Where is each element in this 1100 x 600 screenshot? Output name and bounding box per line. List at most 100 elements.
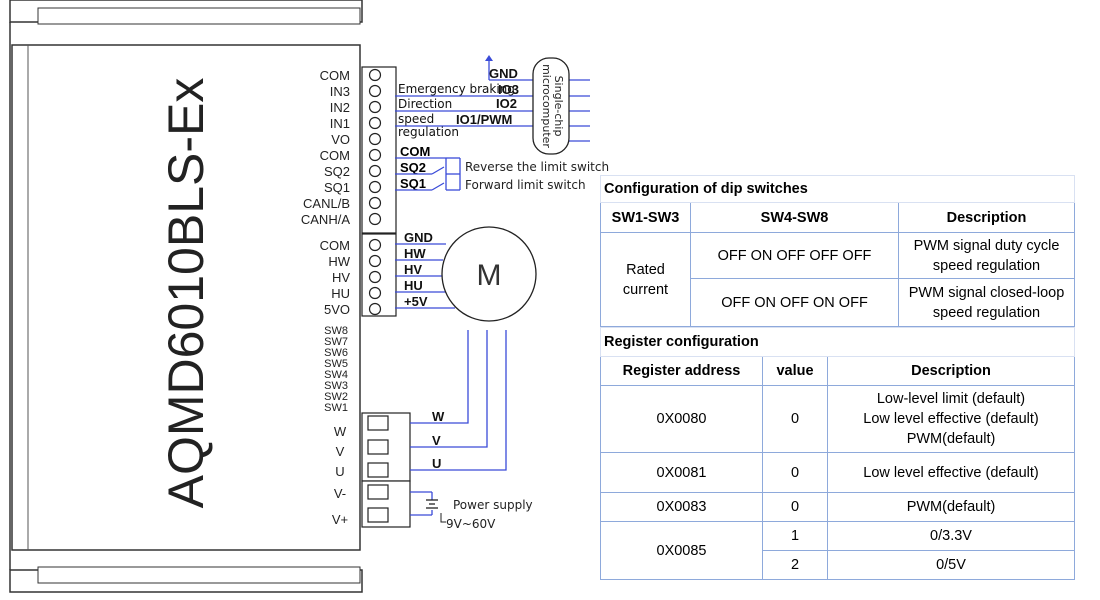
dip-switch-label: SW7 (324, 336, 348, 348)
mcu-box (532, 57, 570, 155)
pin-label: HW (328, 254, 350, 269)
register-row-3-desc: PWM(default) (826, 492, 1076, 522)
terminal-screw (368, 68, 382, 82)
speed-label-line2: regulation (398, 125, 459, 139)
io1-label: IO1/PWM (456, 112, 512, 127)
register-config-table: Register configuration Register address … (599, 327, 1076, 580)
mcu-label-line1: Single-chip (552, 76, 565, 137)
dip-switch-label: SW3 (324, 380, 348, 392)
dip-switch-label: SW4 (324, 369, 348, 381)
power-supply: Power supply 9V~60V (426, 498, 533, 531)
terminal-screw (368, 164, 382, 178)
pin-label: COM (320, 148, 350, 163)
motor: M (441, 226, 537, 322)
pin-label: SQ2 (324, 164, 350, 179)
hall-label: HU (404, 278, 423, 293)
dip-config-table: Configuration of dip switches SW1-SW3 SW… (599, 175, 1076, 327)
terminal-screw (368, 286, 382, 300)
pin-label: SQ1 (324, 180, 350, 195)
rated-current-cell: Rated current (600, 232, 691, 327)
hall-label: +5V (404, 294, 428, 309)
terminal-screw (368, 132, 382, 146)
dip-header-sw13: SW1-SW3 (600, 202, 691, 233)
dip-header-desc: Description (897, 202, 1076, 233)
hall-label: HV (404, 262, 422, 277)
power-pin-label: V- (334, 486, 346, 501)
power-pin-label: V (336, 444, 345, 459)
pin-label: HU (331, 286, 350, 301)
dip-row-2-sw48: OFF ON OFF ON OFF (690, 278, 899, 327)
terminal-screw (368, 238, 382, 252)
pin-label: CANL/B (303, 196, 350, 211)
com-label: COM (400, 144, 430, 159)
register-config-title: Register configuration (599, 327, 1076, 357)
register-row-1-value: 0 (762, 385, 828, 453)
power-pin-label: U (335, 464, 344, 479)
register-header-desc: Description (826, 356, 1076, 386)
pin-label: COM (320, 238, 350, 253)
forward-limit-label: Forward limit switch (465, 178, 586, 192)
reverse-limit-label: Reverse the limit switch (465, 160, 609, 174)
io2-label: IO2 (496, 96, 517, 111)
pin-label: VO (331, 132, 350, 147)
terminal-clamp (367, 439, 389, 455)
driver-model: AQMD6010BLS-Ex (158, 78, 214, 509)
terminal-screw (368, 302, 382, 316)
direction-label: Direction (398, 97, 452, 111)
terminal-screw (368, 148, 382, 162)
register-row-3-address: 0X0083 (600, 492, 763, 522)
terminal-screw (368, 100, 382, 114)
power-supply-label: Power supply (453, 498, 533, 512)
dip-switch-label: SW6 (324, 347, 348, 359)
terminal-screw (368, 180, 382, 194)
register-row-4b-desc: 0/5V (826, 550, 1076, 580)
dip-row-2-desc: PWM signal closed-loop speed regulation (897, 278, 1076, 327)
power-pin-label: W (334, 424, 347, 439)
terminal-screw (368, 116, 382, 130)
mcu-labels: GND IO3 IO2 IO1/PWM Emergency braking Di… (398, 66, 519, 139)
register-row-2-address: 0X0081 (600, 452, 763, 493)
register-header-address: Register address (600, 356, 763, 386)
mcu-label-line2: microcomputer (540, 64, 553, 148)
terminal-screw (368, 84, 382, 98)
register-row-3-value: 0 (762, 492, 828, 522)
terminal-clamp (367, 507, 389, 523)
gnd-label: GND (489, 66, 518, 81)
motor-label: M (477, 259, 502, 292)
pin-label: 5VO (324, 302, 350, 317)
emergency-label: Emergency braking (398, 82, 515, 96)
terminal-screw (368, 270, 382, 284)
speed-label-line1: speed (398, 112, 434, 126)
dip-switch-label: SW5 (324, 358, 348, 370)
sq1-label: SQ1 (400, 176, 426, 191)
dip-header-sw48: SW4-SW8 (690, 202, 899, 233)
pin-label: COM (320, 68, 350, 83)
sq2-label: SQ2 (400, 160, 426, 175)
dip-switch-label: SW2 (324, 391, 348, 403)
register-row-1-desc: Low-level limit (default) Low level effe… (826, 385, 1076, 453)
limit-switches: COM SQ2 SQ1 Reverse the limit switch For… (395, 144, 609, 192)
register-row-2-value: 0 (762, 452, 828, 493)
hall-label: GND (404, 230, 433, 245)
dip-row-1-sw48: OFF ON OFF OFF OFF (690, 232, 899, 279)
terminal-screw (368, 196, 382, 210)
phase-wiring (410, 330, 507, 516)
terminal-screw (368, 254, 382, 268)
terminal-clamp (367, 484, 389, 500)
pin-label: HV (332, 270, 350, 285)
power-pin-label: V+ (332, 512, 348, 527)
register-row-4b-value: 2 (762, 550, 828, 580)
hall-label: HW (404, 246, 426, 261)
pin-label: IN2 (330, 100, 350, 115)
pin-label: CANH/A (301, 212, 350, 227)
register-row-4a-desc: 0/3.3V (826, 521, 1076, 551)
pin-label: IN1 (330, 116, 350, 131)
dip-row-1-desc: PWM signal duty cycle speed regulation (897, 232, 1076, 279)
phase-label: W (432, 409, 445, 424)
pin-label: IN3 (330, 84, 350, 99)
terminal-clamp (367, 415, 389, 431)
driver-body: AQMD6010BLS-Ex (9, 0, 363, 593)
ground-arrow (485, 55, 493, 80)
